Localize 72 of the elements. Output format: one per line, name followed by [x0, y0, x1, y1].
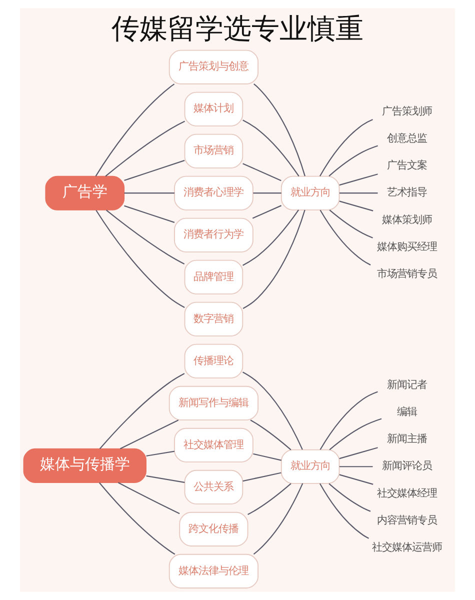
connector: [253, 192, 282, 194]
connector: [124, 205, 175, 223]
node-text: 广告策划师: [382, 106, 432, 118]
node-text: 艺术指导: [386, 186, 427, 199]
node-box: 广告学: [45, 176, 125, 210]
connector: [254, 84, 306, 176]
connector: [146, 475, 185, 483]
node-text: 编辑: [396, 406, 417, 418]
connector: [339, 447, 378, 460]
connector: [146, 450, 175, 456]
node-text: 新闻主播: [386, 433, 427, 446]
connector: [328, 145, 378, 176]
connector: [242, 120, 300, 177]
connector: [339, 192, 378, 194]
connector: [118, 482, 180, 514]
node-box: 就业方向: [280, 449, 340, 484]
node-box: 新闻写作与编辑: [168, 386, 258, 420]
diagram-title: 传媒留学选专业慎重: [112, 12, 364, 46]
connector: [95, 84, 175, 176]
connector: [248, 483, 292, 516]
connector: [120, 420, 179, 450]
node-box: 公共关系: [184, 470, 244, 504]
node-box: 跨文化传播: [179, 512, 248, 546]
connector: [329, 210, 373, 238]
connector: [242, 472, 282, 482]
node-box: 消费者心理学: [174, 176, 254, 210]
connector: [339, 200, 374, 212]
connector: [99, 373, 185, 450]
connector: [339, 474, 374, 485]
node-text: 社交媒体运营师: [372, 541, 442, 554]
connector: [329, 418, 382, 450]
connector: [96, 210, 185, 308]
connector: [339, 466, 373, 468]
connector: [124, 192, 174, 194]
connector: [242, 210, 306, 309]
node-text: 广告文案: [386, 160, 427, 172]
connector: [242, 210, 300, 266]
connector: [242, 372, 303, 450]
connector: [99, 482, 176, 555]
node-box: 就业方向: [280, 176, 340, 210]
node-box: 消费者行为学: [174, 218, 254, 252]
connector: [328, 483, 371, 512]
node-text: 内容营销专员: [376, 514, 437, 526]
node-text: 市场营销专员: [376, 268, 437, 280]
node-box: 广告策划与创意: [168, 50, 258, 84]
connector: [106, 210, 185, 264]
connector: [242, 163, 282, 182]
connector: [250, 420, 292, 450]
node-text: 社交媒体经理: [376, 487, 437, 500]
node-box: 传播理论: [184, 344, 244, 378]
connector: [253, 453, 282, 461]
node-text: 媒体策划师: [382, 214, 432, 226]
node-box: 社交媒体管理: [174, 428, 254, 462]
node-box: 数字营销: [184, 302, 244, 336]
connector: [319, 483, 370, 539]
node-box: 媒体与传播学: [23, 448, 146, 483]
node-text: 新闻评论员: [382, 460, 432, 472]
node-text: 新闻记者: [386, 379, 427, 392]
connector: [124, 160, 185, 181]
connector: [252, 205, 282, 219]
connector: [319, 118, 373, 176]
connector: [253, 483, 304, 555]
node-box: 媒体法律与伦理: [168, 554, 258, 588]
node-text: 创意总监: [386, 132, 427, 145]
node-text: 媒体购买经理: [376, 240, 437, 253]
connector: [320, 391, 378, 450]
node-box: 市场营销: [184, 134, 244, 168]
connector: [320, 210, 371, 266]
node-box: 品牌管理: [184, 260, 244, 294]
connector: [339, 174, 378, 186]
connector: [105, 120, 185, 177]
node-box: 媒体计划: [184, 92, 244, 126]
